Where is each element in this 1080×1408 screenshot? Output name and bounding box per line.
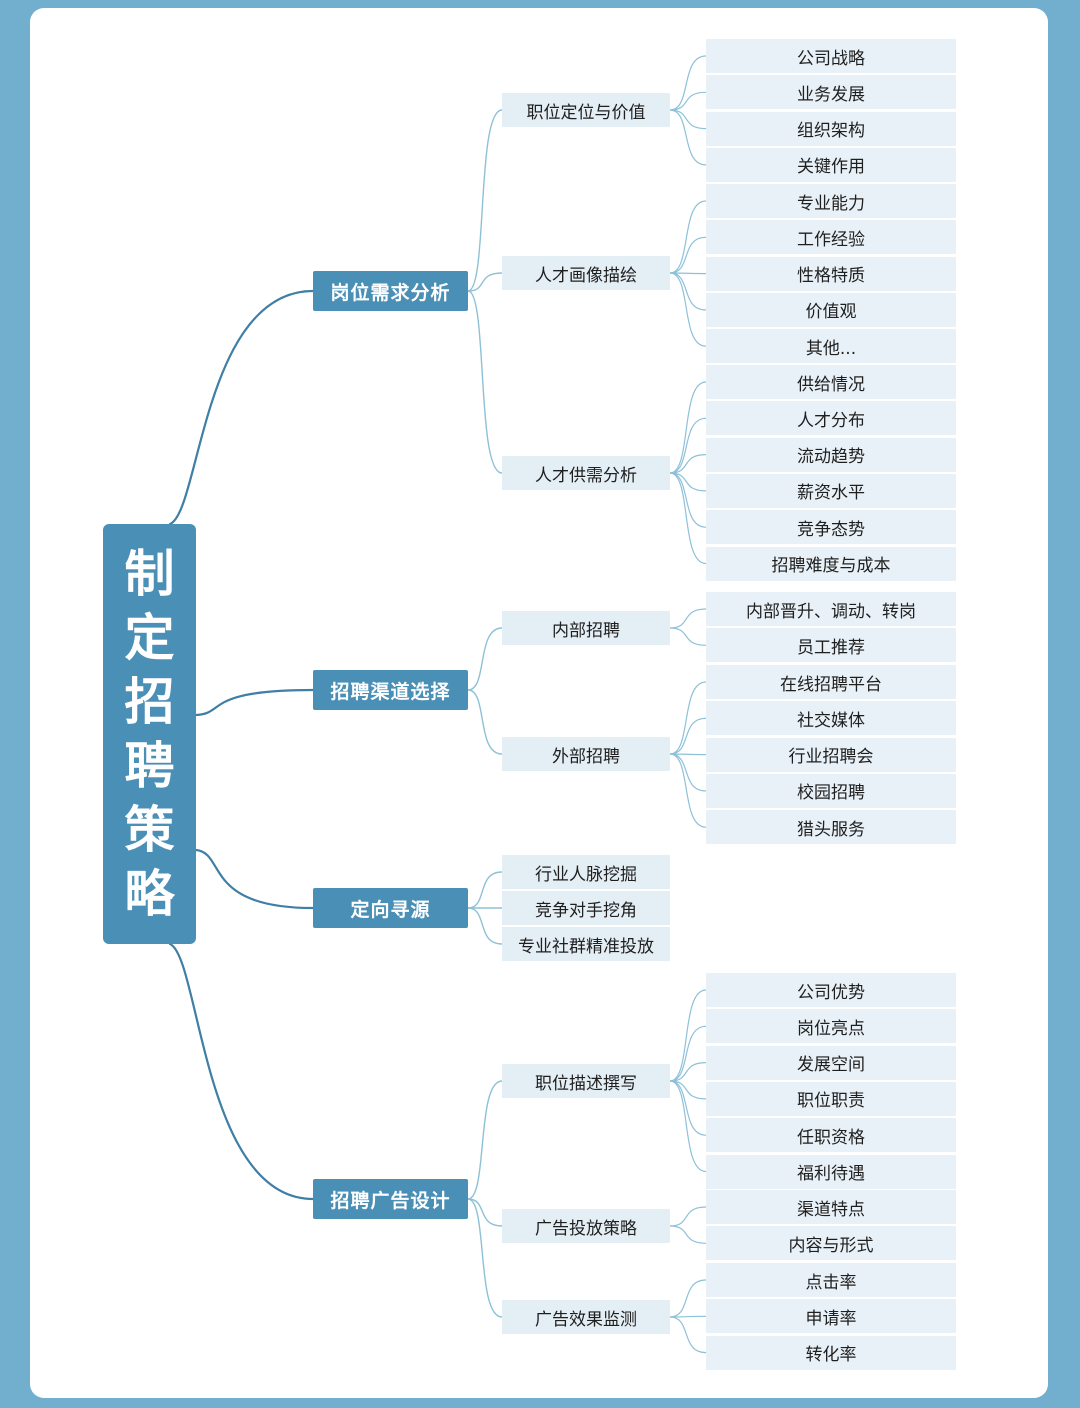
sub-leaf-connector	[669, 272, 707, 275]
leaf-item: 职位职责	[706, 1081, 956, 1116]
leaf-item: 渠道特点	[706, 1190, 956, 1224]
branch-ad-design: 招聘广告设计	[313, 1179, 468, 1219]
branch-channel-selection: 招聘渠道选择	[313, 670, 468, 710]
sub-leaf-connector	[669, 55, 707, 111]
sub-leaf-connector	[669, 1062, 707, 1082]
sub-job-description: 职位描述撰写	[502, 1064, 670, 1098]
sub-leaf-connector	[669, 717, 707, 755]
leaf-item: 社交媒体	[706, 701, 956, 736]
leaf-item: 转化率	[706, 1335, 956, 1370]
sub-leaf-connector	[669, 109, 707, 130]
branch-job-demand-analysis: 岗位需求分析	[313, 271, 468, 311]
leaf-item: 竞争态势	[706, 510, 956, 545]
sub-leaf-connector	[669, 109, 707, 166]
sub-supply-demand: 人才供需分析	[502, 456, 670, 490]
sub-industry-network: 行业人脉挖掘	[502, 855, 670, 889]
leaf-item: 组织架构	[706, 111, 956, 146]
sub-leaf-connector	[669, 753, 707, 792]
sub-community-targeting: 专业社群精准投放	[502, 927, 670, 961]
sub-leaf-connector	[669, 472, 707, 492]
branch-targeted-sourcing: 定向寻源	[313, 888, 468, 928]
branch-sub-connector	[467, 1080, 503, 1200]
leaf-item: 行业招聘会	[706, 737, 956, 772]
sub-leaf-connector	[669, 417, 707, 474]
leaf-item: 业务发展	[706, 75, 956, 110]
sub-leaf-connector	[669, 272, 707, 311]
sub-leaf-connector	[669, 608, 707, 629]
sub-leaf-connector	[669, 681, 707, 755]
leaf-item: 在线招聘平台	[706, 665, 956, 699]
branch-sub-connector	[467, 689, 503, 755]
sub-ad-placement: 广告投放策略	[502, 1209, 670, 1243]
sub-leaf-connector	[669, 1080, 707, 1100]
leaf-item: 价值观	[706, 292, 956, 327]
branch-sub-connector	[467, 907, 503, 945]
sub-leaf-connector	[669, 91, 707, 111]
sub-leaf-connector	[669, 472, 707, 528]
branch-sub-connector	[467, 109, 503, 292]
sub-leaf-connector	[669, 236, 707, 274]
sub-leaf-connector	[669, 1080, 707, 1173]
sub-leaf-connector	[669, 454, 707, 474]
root-branch-connector	[168, 942, 315, 1201]
sub-leaf-connector	[669, 1080, 707, 1136]
leaf-item: 发展空间	[706, 1045, 956, 1080]
sub-leaf-connector	[669, 753, 707, 756]
leaf-item: 员工推荐	[706, 628, 956, 663]
sub-leaf-connector	[669, 989, 707, 1082]
sub-leaf-connector	[669, 1316, 707, 1354]
root-branch-connector	[168, 289, 315, 526]
leaf-item: 内容与形式	[706, 1226, 956, 1261]
leaf-item: 点击率	[706, 1263, 956, 1297]
leaf-item: 猎头服务	[706, 810, 956, 845]
leaf-item: 内部晋升、调动、转岗	[706, 592, 956, 626]
sub-external-recruiting: 外部招聘	[502, 737, 670, 771]
sub-leaf-connector	[669, 1315, 707, 1318]
sub-leaf-connector	[669, 1025, 707, 1082]
leaf-item: 校园招聘	[706, 773, 956, 808]
branch-sub-connector	[467, 871, 503, 909]
leaf-item: 关键作用	[706, 147, 956, 182]
leaf-item: 人才分布	[706, 401, 956, 436]
leaf-item: 任职资格	[706, 1118, 956, 1153]
leaf-item: 流动趋势	[706, 437, 956, 472]
sub-leaf-connector	[669, 200, 707, 274]
leaf-item: 专业能力	[706, 184, 956, 218]
sub-ad-monitoring: 广告效果监测	[502, 1300, 670, 1334]
leaf-item: 福利待遇	[706, 1154, 956, 1189]
root-node: 制定招聘策略	[103, 524, 196, 944]
sub-leaf-connector	[669, 1225, 707, 1244]
sub-leaf-connector	[669, 1206, 707, 1227]
leaf-item: 性格特质	[706, 256, 956, 291]
sub-competitor-poaching: 竞争对手挖角	[502, 891, 670, 925]
leaf-item: 公司优势	[706, 973, 956, 1007]
branch-sub-connector	[467, 1198, 503, 1227]
branch-sub-connector	[467, 1198, 503, 1318]
sub-leaf-connector	[669, 472, 707, 565]
leaf-item: 薪资水平	[706, 473, 956, 508]
leaf-item: 申请率	[706, 1299, 956, 1334]
leaf-item: 其他...	[706, 329, 956, 364]
branch-sub-connector	[467, 290, 503, 474]
root-branch-connector	[194, 848, 315, 910]
sub-leaf-connector	[669, 272, 707, 347]
sub-internal-recruiting: 内部招聘	[502, 611, 670, 645]
leaf-item: 供给情况	[706, 365, 956, 399]
leaf-item: 公司战略	[706, 39, 956, 73]
sub-leaf-connector	[669, 627, 707, 646]
leaf-item: 工作经验	[706, 220, 956, 255]
sub-leaf-connector	[669, 381, 707, 474]
sub-leaf-connector	[669, 753, 707, 828]
leaf-item: 岗位亮点	[706, 1009, 956, 1044]
root-branch-connector	[194, 688, 315, 717]
sub-position-value: 职位定位与价值	[502, 93, 670, 127]
branch-sub-connector	[467, 272, 503, 292]
leaf-item: 招聘难度与成本	[706, 546, 956, 581]
sub-leaf-connector	[669, 1279, 707, 1318]
sub-talent-profile: 人才画像描绘	[502, 256, 670, 290]
branch-sub-connector	[467, 627, 503, 691]
